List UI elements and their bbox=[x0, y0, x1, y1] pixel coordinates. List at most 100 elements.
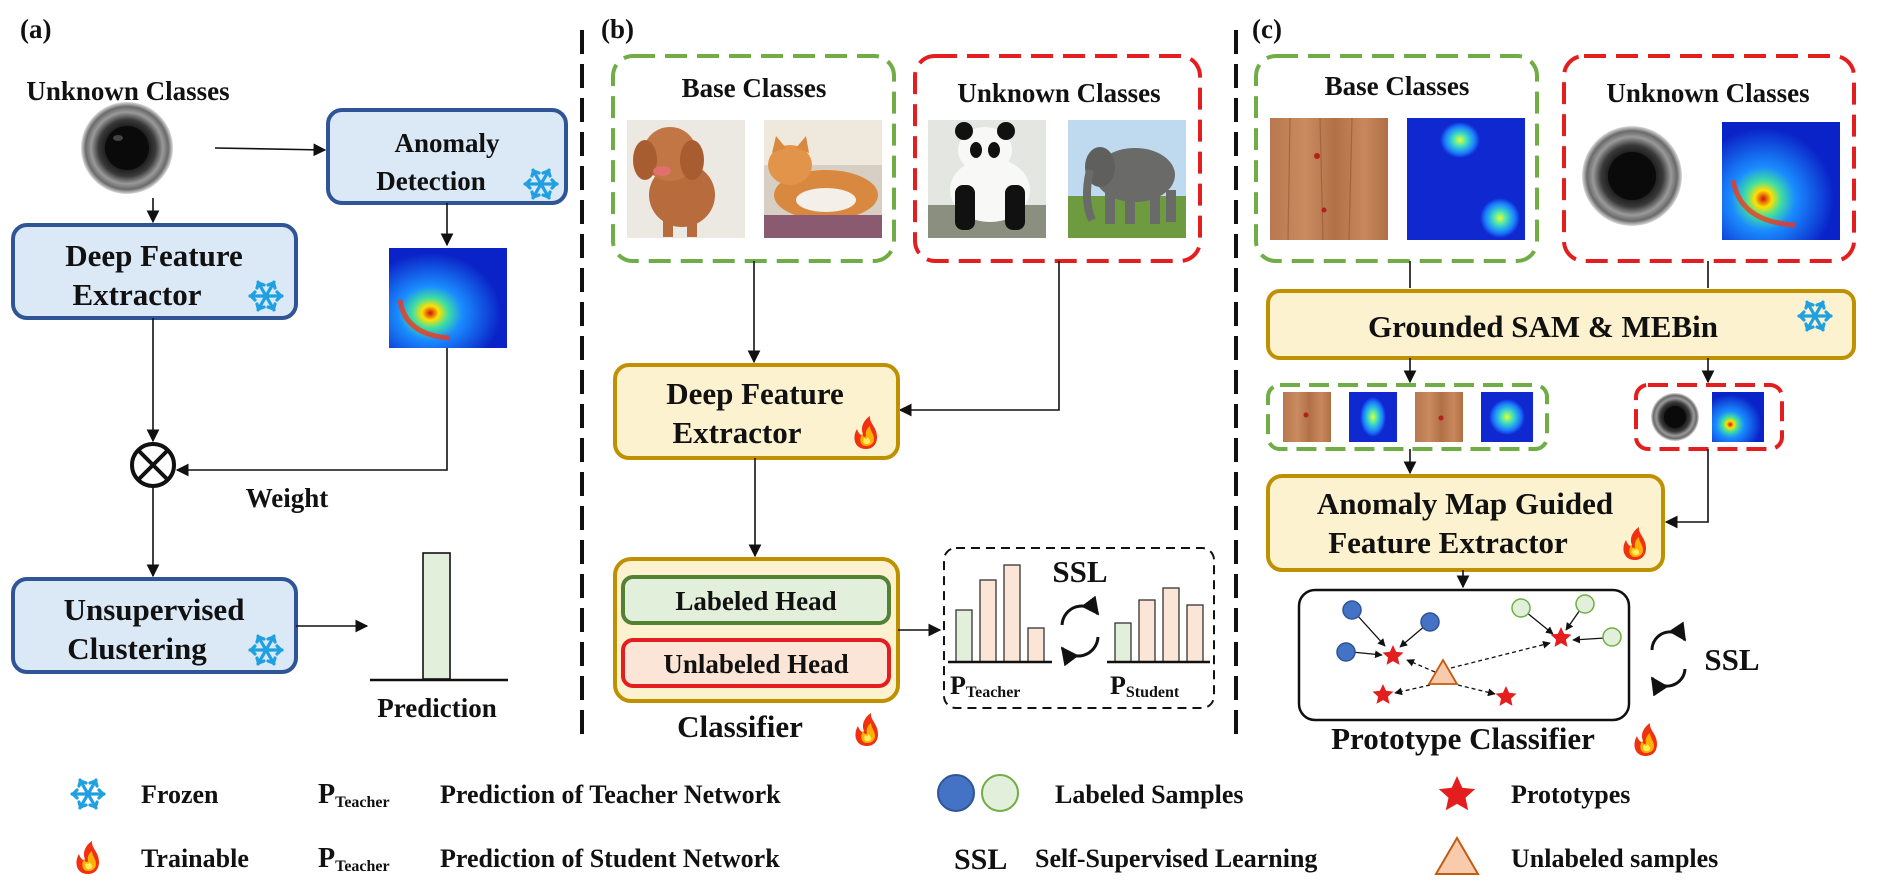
b-p-teacher: PTeacher bbox=[950, 671, 1020, 701]
c-base-crops-group bbox=[1266, 383, 1549, 451]
wood-heatmap bbox=[1407, 118, 1525, 240]
labeled-sample-light bbox=[981, 774, 1019, 812]
labeled-sample-dark bbox=[937, 774, 975, 812]
panel-label-b: (b) bbox=[601, 14, 634, 44]
legend-ssl-desc: Self-Supervised Learning bbox=[1035, 844, 1317, 873]
panel-a: (a) Unknown Classes Anomaly Detection De… bbox=[11, 14, 568, 723]
b-classifier-label: Classifier bbox=[677, 709, 803, 744]
b-deep-feature-extractor-box: Deep Feature Extractor bbox=[613, 363, 900, 460]
a-dfe-line2: Extractor bbox=[72, 277, 201, 312]
ame-line2: Feature Extractor bbox=[1328, 525, 1568, 560]
star-icon bbox=[1550, 627, 1572, 647]
teacher-bars bbox=[948, 564, 1052, 664]
cycle-icon bbox=[1650, 621, 1687, 697]
b-dfe-line2: Extractor bbox=[672, 415, 801, 450]
a-anomaly-detection-box: Anomaly Detection bbox=[326, 108, 568, 205]
a-anomaly-detection-line1: Anomaly bbox=[394, 128, 500, 158]
a-dfe-line1: Deep Feature bbox=[65, 238, 243, 273]
star-icon bbox=[1438, 776, 1476, 811]
c-lens-image bbox=[1582, 126, 1682, 226]
legend: Frozen Trainable PTeacher Prediction of … bbox=[70, 774, 1718, 876]
legend-trainable: Trainable bbox=[141, 844, 249, 873]
c-ssl-label: SSL bbox=[1704, 642, 1759, 677]
triangle-icon bbox=[1434, 836, 1480, 875]
b-dfe-line1: Deep Feature bbox=[666, 376, 844, 411]
snowflake-icon bbox=[70, 778, 106, 810]
legend-ssl-abbr: SSL bbox=[954, 843, 1007, 876]
star-icon bbox=[1495, 686, 1517, 706]
legend-unlabeled-samples: Unlabeled samples bbox=[1511, 844, 1718, 873]
c-unknown-crops-group bbox=[1634, 383, 1784, 451]
wood-crop-heatmap bbox=[1349, 392, 1397, 442]
wood-image bbox=[1270, 117, 1388, 241]
c-lens-heatmap bbox=[1722, 122, 1840, 240]
legend-labeled-samples: Labeled Samples bbox=[1055, 780, 1244, 809]
cross-circle-icon bbox=[130, 442, 176, 488]
lens-crop-heatmap bbox=[1712, 392, 1764, 442]
b-ssl-box: SSL PTeacher PStudent bbox=[943, 547, 1215, 709]
legend-prototypes: Prototypes bbox=[1511, 780, 1630, 809]
panda-image bbox=[928, 120, 1046, 238]
wood-crop-heatmap bbox=[1481, 392, 1533, 442]
star-icon bbox=[1382, 645, 1404, 665]
anomaly-map-extractor-box: Anomaly Map Guided Feature Extractor bbox=[1266, 474, 1665, 572]
dog-image bbox=[627, 120, 745, 238]
elephant-image bbox=[1068, 120, 1186, 238]
legend-p-teacher-2-desc: Prediction of Student Network bbox=[440, 844, 780, 873]
legend-frozen: Frozen bbox=[141, 780, 219, 809]
student-bars bbox=[1107, 587, 1210, 664]
c-base-classes-group: Base Classes bbox=[1254, 54, 1539, 263]
grounded-sam-box: Grounded SAM & MEBin bbox=[1266, 289, 1856, 360]
flame-icon bbox=[855, 713, 878, 746]
unlabeled-head-box: Unlabeled Head bbox=[621, 638, 891, 688]
labeled-head-box: Labeled Head bbox=[621, 575, 891, 625]
b-unknown-classes-group: Unknown Classes bbox=[913, 54, 1202, 263]
a-prediction-chart bbox=[370, 552, 508, 682]
panel-c: (c) Base Classes Unknown Classes bbox=[1252, 14, 1856, 756]
flame-icon bbox=[76, 841, 99, 874]
c-unknown-classes-label: Unknown Classes bbox=[1606, 78, 1809, 108]
a-lens-image bbox=[81, 102, 173, 194]
labeled-sample-light bbox=[1511, 598, 1531, 618]
a-unsupervised-clustering-box: Unsupervised Clustering bbox=[11, 577, 298, 674]
flame-icon bbox=[1634, 723, 1657, 756]
a-deep-feature-extractor-box: Deep Feature Extractor bbox=[11, 223, 298, 320]
grounded-sam-label: Grounded SAM & MEBin bbox=[1368, 309, 1718, 344]
panel-b: (b) Base Classes bbox=[601, 14, 1215, 746]
legend-p-teacher-1-desc: Prediction of Teacher Network bbox=[440, 780, 781, 809]
b-unknown-classes-label: Unknown Classes bbox=[957, 78, 1160, 108]
a-uc-line2: Clustering bbox=[67, 631, 207, 666]
cycle-icon bbox=[1060, 595, 1100, 667]
panel-label-c: (c) bbox=[1252, 14, 1282, 44]
a-anomaly-detection-line2: Detection bbox=[376, 166, 485, 196]
labeled-sample-light bbox=[1602, 627, 1622, 647]
labeled-sample-light bbox=[1575, 594, 1595, 614]
legend-p-teacher-2: PTeacher bbox=[318, 843, 390, 875]
b-p-student: PStudent bbox=[1110, 671, 1180, 701]
prototype-classifier-box bbox=[1297, 588, 1631, 722]
a-prediction-label: Prediction bbox=[377, 693, 496, 723]
labeled-sample-dark bbox=[1420, 612, 1440, 632]
panel-label-a: (a) bbox=[20, 14, 51, 44]
prototype-classifier-label: Prototype Classifier bbox=[1331, 721, 1595, 756]
a-unknown-classes-label: Unknown Classes bbox=[26, 76, 229, 106]
triangle-icon bbox=[1427, 658, 1459, 685]
b-base-classes-group: Base Classes bbox=[611, 54, 896, 263]
c-unknown-classes-group: Unknown Classes bbox=[1562, 54, 1856, 263]
a-anomaly-heatmap bbox=[389, 248, 507, 348]
b-classifier-box: Labeled Head Unlabeled Head bbox=[613, 557, 900, 703]
b-base-classes-label: Base Classes bbox=[682, 73, 827, 103]
c-base-classes-label: Base Classes bbox=[1325, 71, 1470, 101]
lens-crop-image bbox=[1648, 392, 1702, 442]
unlabeled-head-label: Unlabeled Head bbox=[663, 649, 848, 679]
labeled-sample-dark bbox=[1336, 642, 1356, 662]
a-weight-label: Weight bbox=[246, 483, 329, 513]
labeled-sample-dark bbox=[1342, 600, 1362, 620]
ame-line1: Anomaly Map Guided bbox=[1317, 486, 1613, 521]
a-uc-line1: Unsupervised bbox=[64, 592, 245, 627]
b-ssl-label: SSL bbox=[1052, 554, 1107, 589]
cat-image bbox=[764, 120, 882, 238]
star-icon bbox=[1372, 684, 1394, 704]
labeled-head-label: Labeled Head bbox=[675, 586, 836, 616]
